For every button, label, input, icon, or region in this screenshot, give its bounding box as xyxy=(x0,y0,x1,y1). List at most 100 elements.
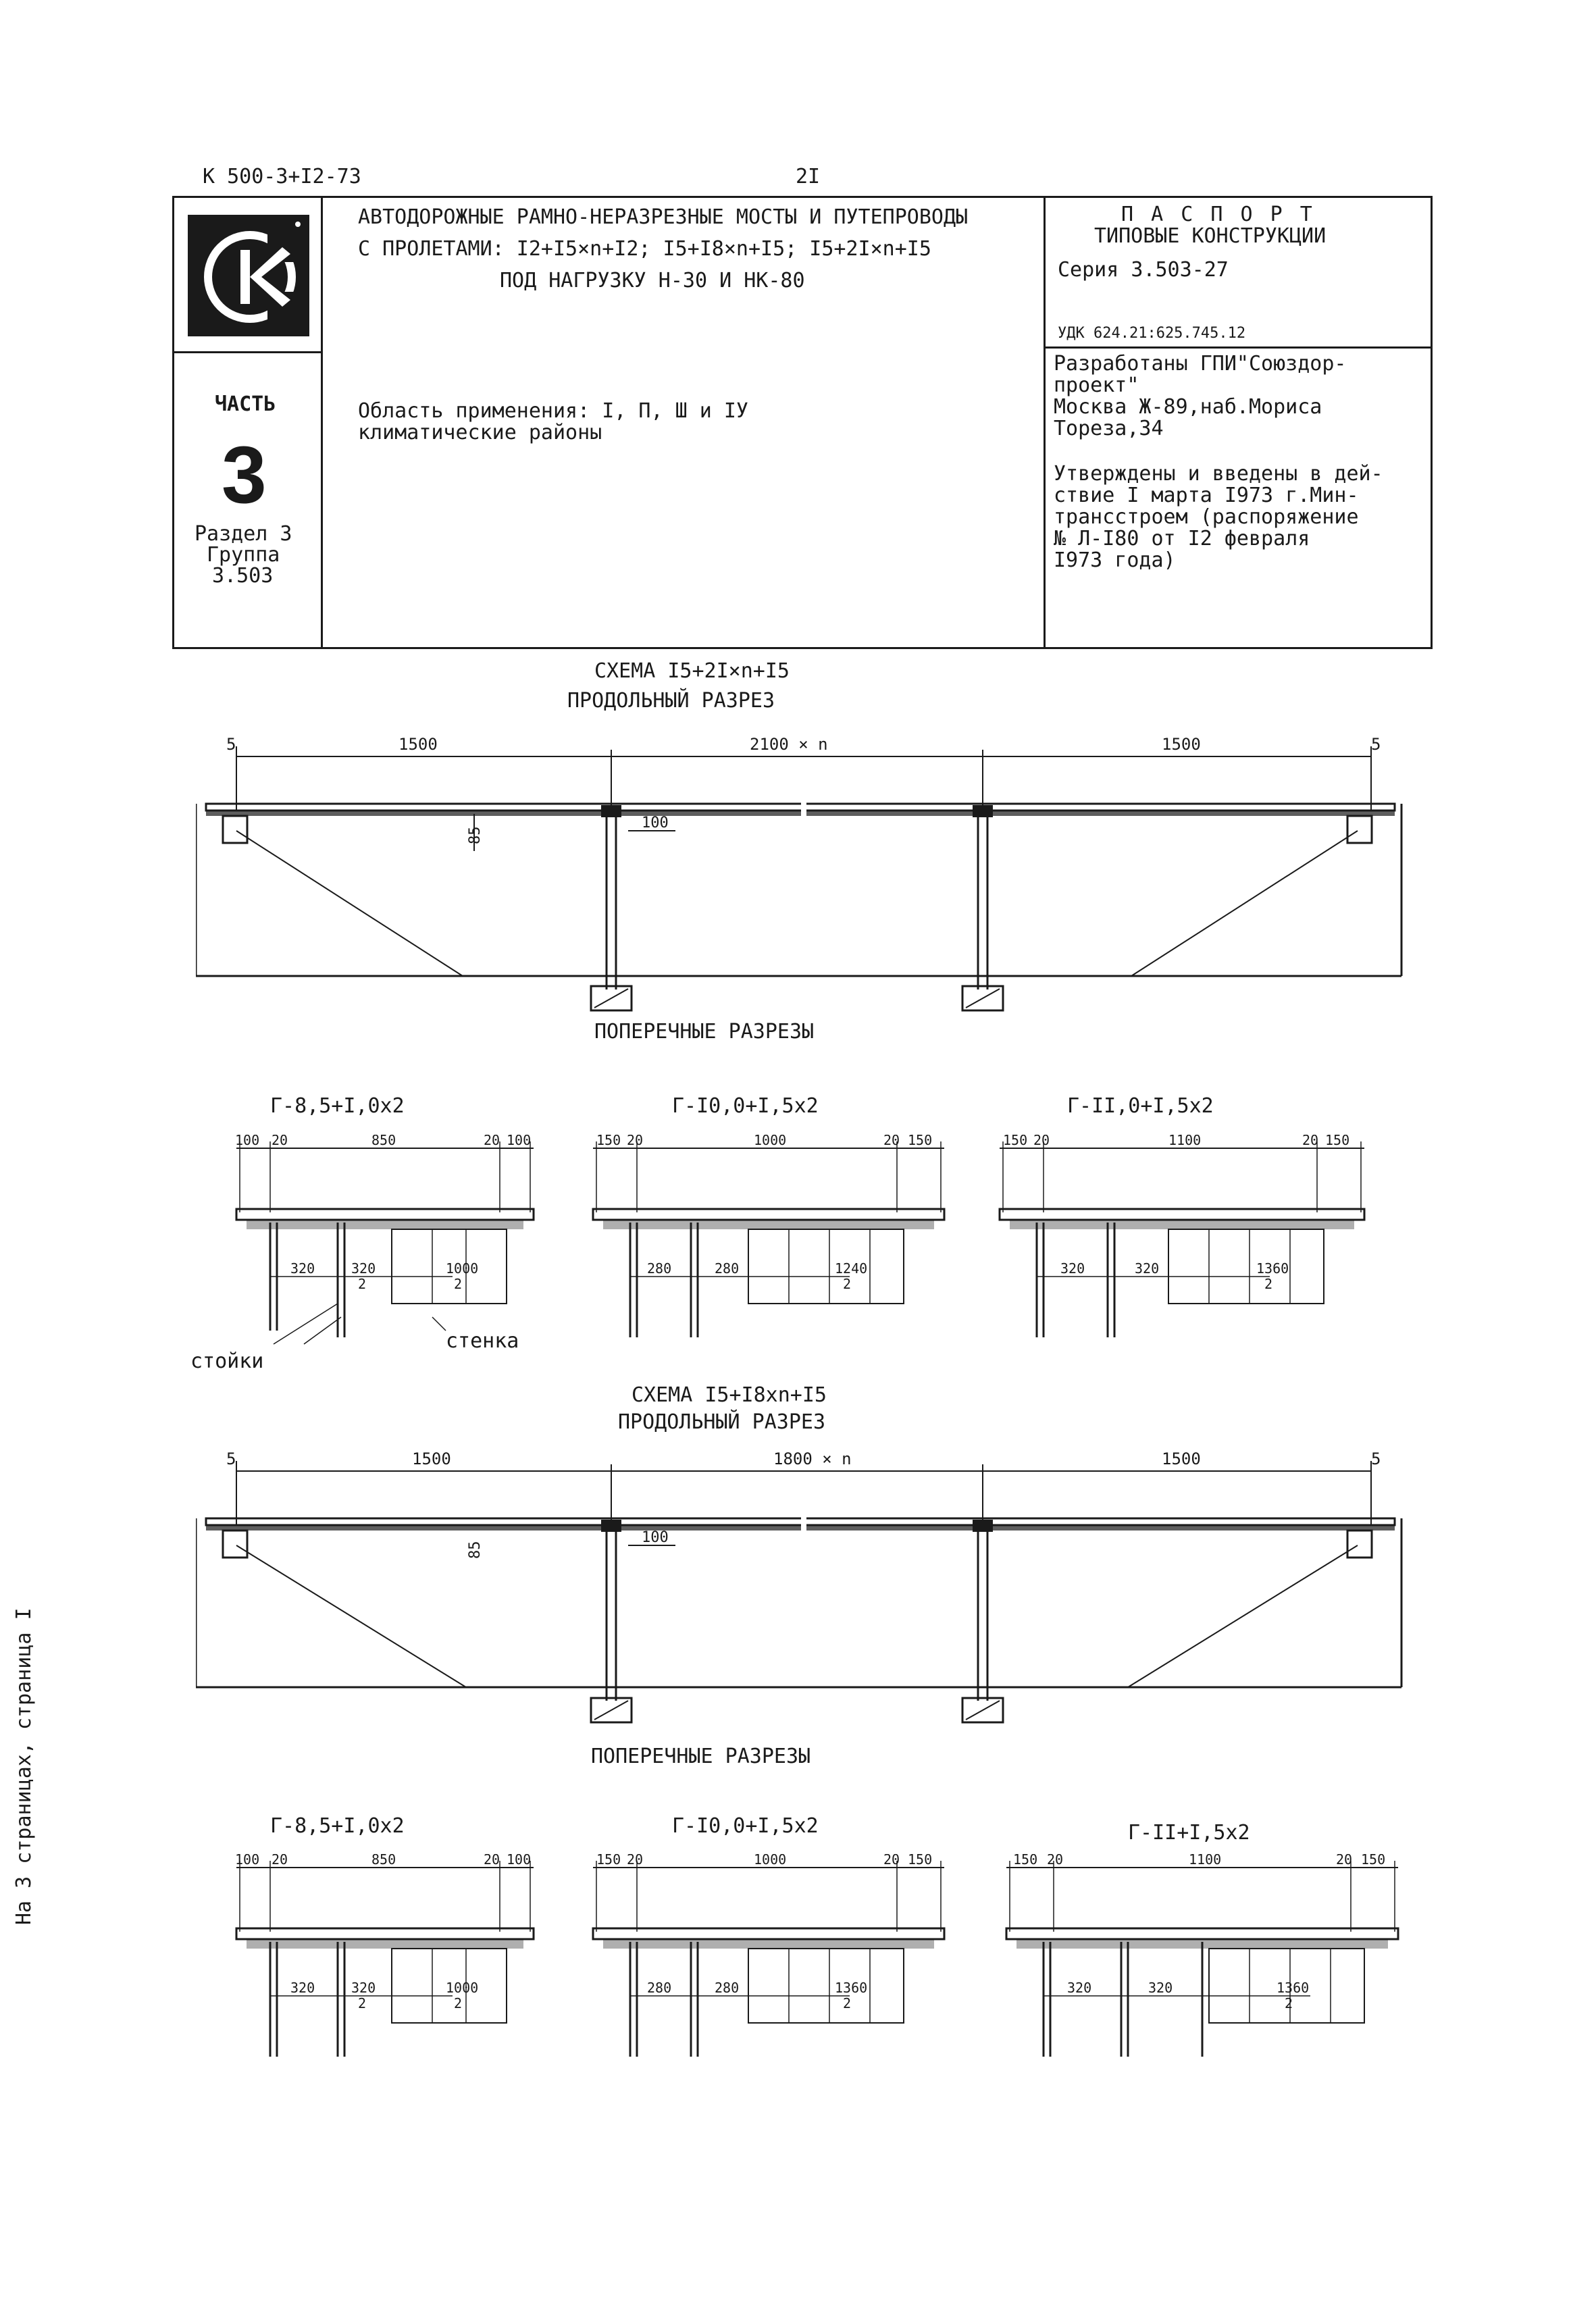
scheme2-s1-dim-5: 100 xyxy=(507,1854,531,1868)
scheme2-dim-end-right: 5 xyxy=(1371,1449,1381,1468)
scheme1-s1-span-3-den: 2 xyxy=(454,1276,462,1292)
title-line-2: С ПРОЛЕТАМИ: I2+I5×n+I2; I5+I8×n+I5; I5+… xyxy=(358,237,931,261)
title-line-3: ПОД НАГРУЗКУ Н-30 И НК-80 xyxy=(500,269,805,292)
title-block-divider-right xyxy=(1044,196,1046,647)
scheme1-s3-dim-3: 1100 xyxy=(1168,1135,1201,1148)
udk-divider xyxy=(1044,346,1431,349)
approval-line-5: I973 года) xyxy=(1054,548,1176,572)
scheme1-dim-end-right: 5 xyxy=(1371,735,1381,754)
scheme2-s1-span-2-den: 2 xyxy=(358,1995,366,2011)
scheme1-s3-span-1: 320 xyxy=(1060,1260,1085,1277)
scheme2-s3-dim-5: 150 xyxy=(1361,1854,1385,1868)
scheme1-dim-pier: 100 xyxy=(642,815,669,831)
scheme2-s2-dim-3: 1000 xyxy=(754,1854,786,1868)
scheme1-s2-span-3-den: 2 xyxy=(843,1276,851,1292)
scheme1-s2-dim-5: 150 xyxy=(908,1135,932,1148)
scheme2-s1-span-3: 1000 xyxy=(446,1980,478,1996)
scheme2-title: СХЕМА I5+I8хn+I5 xyxy=(632,1383,827,1407)
scheme2-s3-span-2: 320 xyxy=(1148,1980,1173,1996)
scheme2-subtitle: ПРОДОЛЬНЫЙ РАЗРЕЗ xyxy=(618,1410,826,1434)
scheme2-section-3-label: Г-II+I,5х2 xyxy=(1128,1821,1250,1845)
udk-code: УДК 624.21:625.745.12 xyxy=(1058,325,1246,342)
scheme2-cross-title: ПОПЕРЕЧНЫЕ РАЗРЕЗЫ xyxy=(591,1745,811,1768)
scheme2-dim-span-left: 1500 xyxy=(412,1449,451,1468)
scheme1-dim-span-left: 1500 xyxy=(398,735,438,754)
scheme2-dim-pier: 100 xyxy=(642,1529,669,1546)
document-code: К 500-3+I2-73 xyxy=(203,165,361,188)
scheme1-s2-dim-3: 1000 xyxy=(754,1135,786,1148)
scheme1-s2-span-3: 1240 xyxy=(835,1260,867,1277)
scheme2-s2-dim-5: 150 xyxy=(908,1854,932,1868)
callout-wall: стенка xyxy=(446,1329,519,1353)
scheme2-dim-span-mid: 1800 × n xyxy=(773,1449,852,1468)
scheme1-subtitle: ПРОДОЛЬНЫЙ РАЗРЕЗ xyxy=(567,689,775,713)
scheme2-s1-span-2: 320 xyxy=(351,1980,376,1996)
title-line-1: АВТОДОРОЖНЫЕ РАМНО-НЕРАЗРЕЗНЫЕ МОСТЫ И П… xyxy=(358,205,969,229)
passport-title: П А С П О Р Т xyxy=(1121,203,1315,226)
scheme2-s3-dim-2: 20 xyxy=(1047,1854,1063,1868)
scheme1-cross-section-2: 150 20 1000 20 150 280 280 1240 2 xyxy=(586,1132,951,1358)
scheme2-dim-span-right: 1500 xyxy=(1162,1449,1201,1468)
scheme1-title: СХЕМА I5+2I×n+I5 xyxy=(594,659,790,683)
passport-subtitle: ТИПОВЫЕ КОНСТРУКЦИИ xyxy=(1094,224,1327,248)
scheme2-s1-span-3-den: 2 xyxy=(454,1995,462,2011)
scheme1-s1-dim-5: 100 xyxy=(507,1135,531,1148)
scheme2-s3-dim-4: 20 xyxy=(1336,1854,1352,1868)
scheme1-s1-dim-1: 100 xyxy=(235,1135,259,1148)
approval-line-1: Утверждены и введены в дей- xyxy=(1054,462,1383,486)
scheme2-s1-span-1: 320 xyxy=(290,1980,315,1996)
scheme1-dim-span-right: 1500 xyxy=(1162,735,1201,754)
scheme2-s2-dim-4: 20 xyxy=(883,1854,900,1868)
scheme1-s3-dim-4: 20 xyxy=(1302,1135,1318,1148)
scheme1-s2-dim-2: 20 xyxy=(627,1135,643,1148)
developer-line-1: Разработаны ГПИ"Союздор- xyxy=(1054,352,1347,376)
scheme1-s2-span-1: 280 xyxy=(647,1260,671,1277)
scheme2-cross-section-1: 100 20 850 20 100 320 320 2 1000 2 xyxy=(230,1851,540,2070)
title-block xyxy=(172,196,1433,649)
side-note: На 3 страницах, страница I xyxy=(12,1608,36,1925)
scheme2-s1-dim-1: 100 xyxy=(235,1854,259,1868)
scheme1-cross-section-3: 150 20 1100 20 150 320 320 1360 2 xyxy=(993,1132,1371,1358)
section-line-1: Раздел 3 xyxy=(195,522,292,546)
scheme2-s1-dim-2: 20 xyxy=(272,1854,288,1868)
scheme2-s2-span-1: 280 xyxy=(647,1980,671,1996)
scheme1-cross-section-1: 100 20 850 20 100 320 320 2 1000 2 xyxy=(230,1132,540,1358)
scheme1-s1-span-2: 320 xyxy=(351,1260,376,1277)
scheme1-section-3-label: Г-II,0+I,5х2 xyxy=(1067,1094,1214,1118)
scheme1-s1-span-3: 1000 xyxy=(446,1260,478,1277)
scheme2-s2-dim-2: 20 xyxy=(627,1854,643,1868)
title-block-divider-left xyxy=(321,196,323,647)
scheme2-cross-section-3: 150 20 1100 20 150 320 320 1360 2 xyxy=(993,1851,1412,2070)
scheme1-longitudinal-section: 5 1500 2100 × n 1500 5 85 100 xyxy=(195,729,1412,1013)
developer-line-4: Тореза,34 xyxy=(1054,417,1164,440)
scheme2-dim-height: 85 xyxy=(467,1541,484,1560)
series-number: Серия 3.503-27 xyxy=(1058,258,1229,282)
scheme1-s3-dim-2: 20 xyxy=(1033,1135,1050,1148)
page-number: 2I xyxy=(796,165,821,188)
scheme2-section-1-label: Г-8,5+I,0х2 xyxy=(270,1814,405,1838)
section-line-2: Группа xyxy=(207,543,280,567)
scheme1-dim-span-mid: 2100 × n xyxy=(750,735,828,754)
scheme2-s1-dim-3: 850 xyxy=(371,1854,396,1868)
scheme1-s3-span-3: 1360 xyxy=(1256,1260,1289,1277)
scheme1-s1-span-2-den: 2 xyxy=(358,1276,366,1292)
approval-line-4: № Л-I80 от I2 февраля xyxy=(1054,527,1310,550)
developer-line-2: проект" xyxy=(1054,374,1139,397)
scheme2-s2-span-3-den: 2 xyxy=(843,1995,851,2011)
scheme1-s3-span-2: 320 xyxy=(1135,1260,1159,1277)
scheme1-s1-dim-3: 850 xyxy=(371,1135,396,1148)
approval-line-2: ствие I марта I973 г.Мин- xyxy=(1054,484,1359,507)
scheme2-section-2-label: Г-I0,0+I,5х2 xyxy=(672,1814,819,1838)
sk-logo xyxy=(188,215,309,336)
scheme2-s3-span-3-den: 2 xyxy=(1285,1995,1293,2011)
scheme1-section-1-label: Г-8,5+I,0х2 xyxy=(270,1094,405,1118)
scheme1-dim-end-left: 5 xyxy=(226,735,236,754)
callout-posts: стойки xyxy=(190,1349,264,1373)
scheme2-s3-dim-3: 1100 xyxy=(1189,1854,1221,1868)
application-line-2: климатические районы xyxy=(358,421,602,444)
scheme1-s1-span-1: 320 xyxy=(290,1260,315,1277)
scheme2-s3-dim-1: 150 xyxy=(1013,1854,1037,1868)
scheme2-s3-span-1: 320 xyxy=(1067,1980,1091,1996)
scheme1-s3-span-3-den: 2 xyxy=(1264,1276,1272,1292)
section-line-3: 3.503 xyxy=(212,564,274,588)
